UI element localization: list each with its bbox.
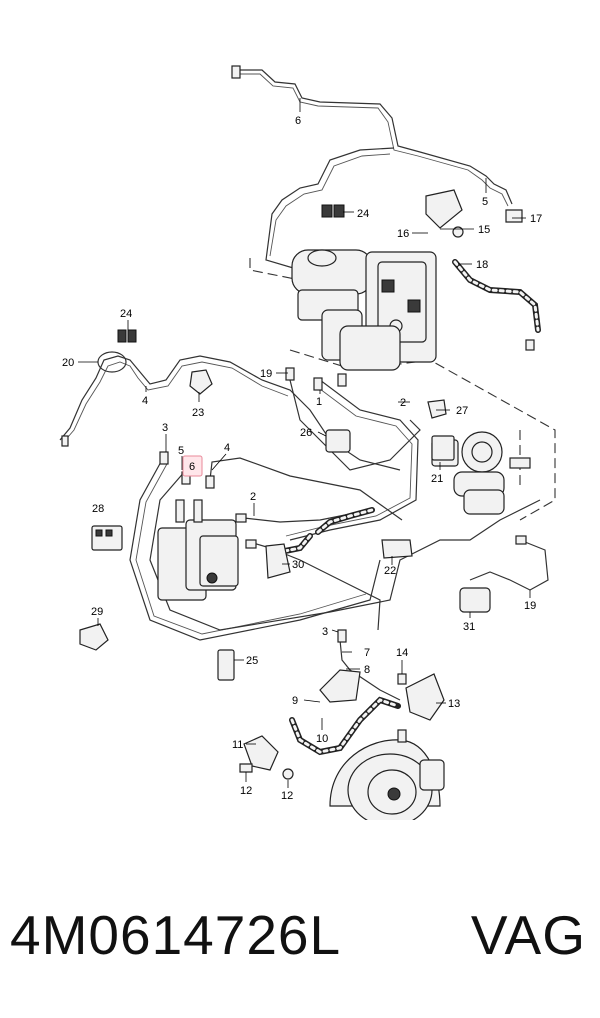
- callout-5-left: 5: [178, 445, 184, 457]
- caption: 4M0614726L VAG: [0, 895, 600, 975]
- callout-4: 4: [142, 395, 148, 407]
- brake-booster: [339, 325, 401, 371]
- callout-10: 10: [316, 733, 328, 745]
- callout-28: 28: [92, 503, 104, 515]
- callout-3: 3: [162, 422, 168, 434]
- callout-13: 13: [448, 698, 460, 710]
- brand-label: VAG: [470, 904, 586, 966]
- callout-7: 7: [364, 647, 370, 659]
- callout-23: 23: [192, 407, 204, 419]
- brackets-and-clips: [79, 189, 523, 780]
- fittings: [61, 65, 535, 743]
- callout-18: 18: [476, 259, 488, 271]
- callout-19: 19: [260, 368, 272, 380]
- callout-21: 21: [431, 473, 443, 485]
- callout-1: 1: [316, 396, 322, 408]
- part-number: 4M0614726L: [10, 904, 342, 966]
- callout-25: 25: [246, 655, 258, 667]
- callout-12-right: 12: [281, 790, 293, 802]
- callout-9: 9: [292, 695, 298, 707]
- brake-lines: [59, 69, 556, 756]
- leader-lines: [78, 98, 531, 788]
- callout-17: 17: [530, 213, 542, 225]
- brake-line-exploded-diagram: 6 5 17 24 16 15 18 24 20 4 23 19 1 2 27 …: [59, 65, 556, 820]
- brake-disc: [329, 739, 445, 820]
- callout-22: 22: [384, 565, 396, 577]
- callout-8: 8: [364, 664, 370, 676]
- callout-2: 2: [400, 397, 406, 409]
- callout-30: 30: [292, 559, 304, 571]
- callout-6-highlighted: 6: [189, 461, 195, 473]
- callout-5: 5: [482, 196, 488, 208]
- callout-27: 27: [456, 405, 468, 417]
- callout-2-left: 2: [250, 491, 256, 503]
- callout-24-left: 24: [120, 308, 132, 320]
- left-hydraulic-block: [157, 499, 239, 601]
- callout-labels: 6 5 17 24 16 15 18 24 20 4 23 19 1 2 27 …: [62, 115, 542, 802]
- highlight-box: [182, 455, 203, 477]
- callout-6: 6: [295, 115, 301, 127]
- callout-15: 15: [478, 224, 490, 236]
- callout-3-lower: 3: [322, 626, 328, 638]
- callout-29: 29: [91, 606, 103, 618]
- callout-24: 24: [357, 208, 369, 220]
- callout-26: 26: [300, 427, 312, 439]
- callout-31: 31: [463, 621, 475, 633]
- callout-14: 14: [396, 647, 408, 659]
- callout-12-left: 12: [240, 785, 252, 797]
- callout-4-left: 4: [224, 442, 230, 454]
- callout-11: 11: [232, 739, 243, 751]
- callout-20: 20: [62, 357, 74, 369]
- callout-19-right: 19: [524, 600, 536, 612]
- callout-16: 16: [397, 228, 409, 240]
